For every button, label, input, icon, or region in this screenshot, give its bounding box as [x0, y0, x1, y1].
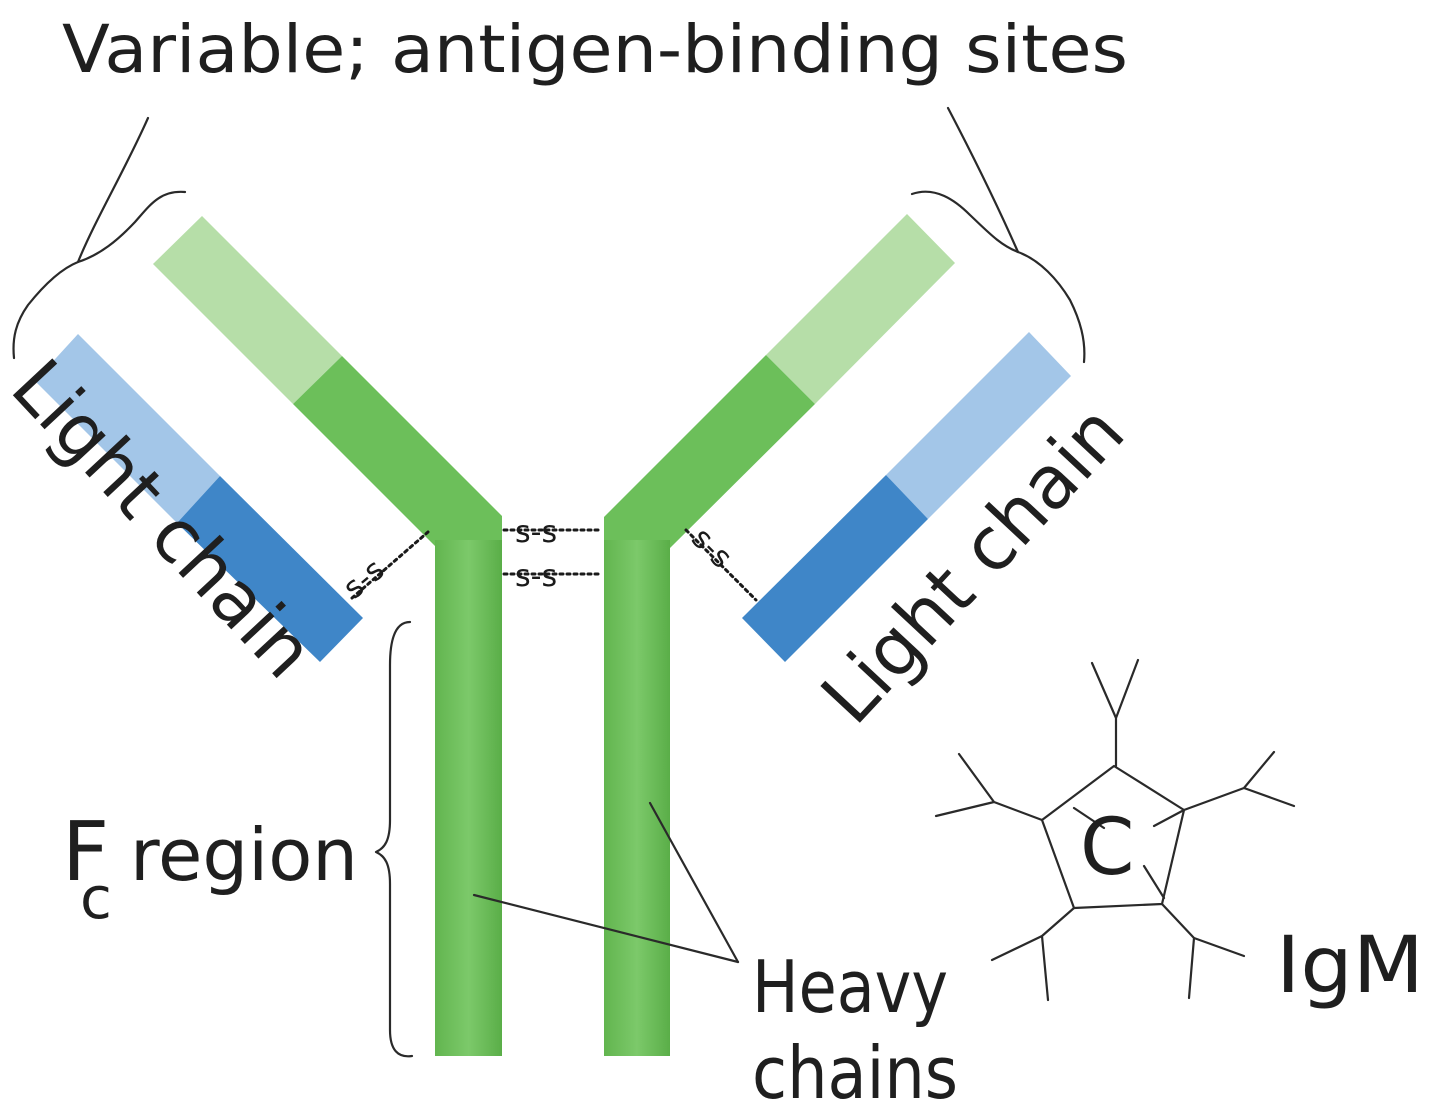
heavy-chains-leader-left	[472, 893, 740, 964]
fc-region-label-f: F	[62, 805, 109, 900]
igm-arm-bottom-left	[990, 906, 1076, 1002]
heavy-chain-left-stem	[435, 540, 502, 1056]
disulfide-bond-hinge-bottom-label: s-s	[515, 559, 557, 594]
heavy-chain-right-variable	[766, 214, 955, 404]
annotations	[12, 106, 1086, 1058]
disulfide-bond-right-line	[684, 528, 758, 602]
heavy-chain-left	[153, 216, 502, 1056]
heavy-chains-label-line1: Heavy	[752, 945, 948, 1029]
igm-center-label: C	[1080, 803, 1134, 893]
fc-region-label-subscript: c	[80, 864, 112, 932]
light-chain-left	[35, 334, 363, 662]
fc-region-label-text: region	[130, 813, 358, 897]
igm-arm-bottom-right	[1160, 902, 1246, 1000]
heavy-chains-leader-right	[648, 801, 740, 964]
igm-arm-top	[1090, 658, 1140, 768]
fc-brace	[374, 620, 414, 1058]
disulfide-bond-right-label: s-s	[684, 521, 739, 576]
light-chain-right-variable	[886, 332, 1071, 519]
heavy-chain-left-variable	[153, 216, 342, 404]
heavy-chain-right-stem	[604, 540, 670, 1056]
disulfide-bond-hinge-top-label: s-s	[515, 515, 557, 550]
light-chain-right	[742, 332, 1071, 662]
igm-label: IgM	[1276, 921, 1424, 1011]
igm-arm-left	[934, 752, 1044, 822]
fc-region-label: F c region	[62, 805, 358, 932]
heavy-chains-label-line2: chains	[752, 1031, 958, 1115]
variable-leader-right	[946, 106, 1020, 254]
variable-leader-left	[76, 116, 150, 264]
igm-pentagon	[1040, 764, 1186, 910]
heavy-chain-left-arm-constant	[293, 356, 502, 582]
light-chain-left-constant	[177, 476, 363, 662]
igm-arm-right	[1182, 750, 1296, 812]
light-chain-left-variable	[35, 334, 220, 523]
light-chain-right-constant	[742, 475, 928, 662]
heavy-chain-right	[604, 214, 955, 1056]
igm-inner-strokes	[1072, 806, 1186, 900]
disulfide-bond-left-line	[350, 530, 430, 600]
variable-label: Variable; antigen-binding sites	[62, 11, 1128, 88]
disulfide-bonds: s-s s-s s-s s-s	[337, 515, 758, 606]
light-chain-left-label: Light chain	[0, 344, 331, 695]
heavy-chain-right-arm-constant	[604, 355, 815, 582]
igm-sketch: C	[934, 658, 1296, 1002]
disulfide-bond-left-label: s-s	[337, 552, 392, 606]
